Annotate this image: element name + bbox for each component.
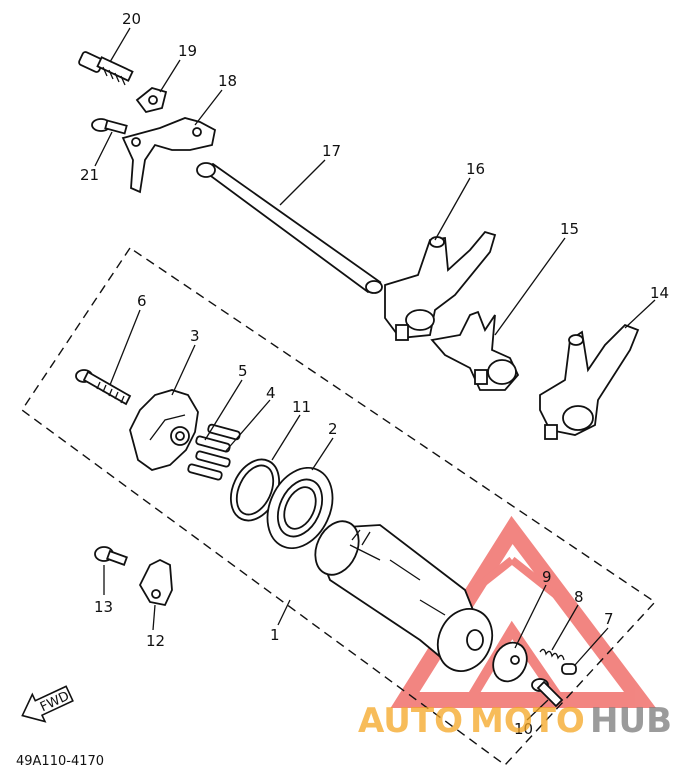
- part-21-screw: [91, 118, 128, 135]
- callout-18: 18: [218, 72, 237, 90]
- part-20-bolt: [78, 51, 134, 86]
- part-13-screw: [94, 546, 128, 566]
- leader-lines: [94, 27, 656, 721]
- callout-21: 21: [80, 166, 99, 184]
- part-1-shift-drum: [314, 520, 494, 672]
- callout-12: 12: [146, 632, 165, 650]
- callout-2: 2: [328, 420, 338, 438]
- part-2-bearing: [266, 466, 334, 550]
- callout-6: 6: [137, 292, 147, 310]
- callout-3: 3: [190, 327, 200, 345]
- part-5-4-pins: [187, 423, 241, 481]
- part-11-circlip: [230, 458, 280, 522]
- part-10-screw: [531, 678, 564, 708]
- callout-14: 14: [650, 284, 669, 302]
- callout-19: 19: [178, 42, 197, 60]
- callout-4: 4: [266, 384, 276, 402]
- callout-20: 20: [122, 10, 141, 28]
- callout-16: 16: [466, 160, 485, 178]
- callout-11: 11: [292, 398, 311, 416]
- diagram-code: 49A110-4170: [16, 754, 104, 769]
- callout-1: 1: [270, 626, 280, 644]
- part-6-bolt: [75, 369, 132, 406]
- part-7-pin: [561, 663, 577, 675]
- assembly-boundary: [21, 247, 657, 766]
- part-8-spring: [539, 648, 565, 661]
- callout-15: 15: [560, 220, 579, 238]
- watermark-wordmark: AUTO MOTO HUB: [358, 701, 672, 741]
- part-9-washer: [492, 641, 528, 683]
- callout-13: 13: [94, 598, 113, 616]
- callout-9: 9: [542, 568, 552, 586]
- fwd-label: FWD: [38, 689, 72, 715]
- watermark-hub: HUB: [590, 701, 672, 741]
- callout-labels: 20 19 18 21 17 16 15 14 6 3 5 4 11 2 1 1…: [80, 10, 669, 738]
- callout-8: 8: [574, 588, 584, 606]
- part-3-segment: [129, 389, 199, 471]
- fwd-arrow: FWD: [21, 685, 74, 723]
- part-14-shift-fork: [539, 323, 640, 440]
- callout-10: 10: [514, 720, 533, 738]
- watermark-auto: AUTO: [358, 701, 463, 741]
- callout-7: 7: [604, 610, 614, 628]
- part-17-shaft: [196, 162, 383, 294]
- part-18-stopper-plate: [121, 117, 217, 194]
- part-19-lockwasher: [135, 87, 168, 114]
- part-15-shift-fork: [430, 310, 520, 391]
- watermark-moto: MOTO: [470, 701, 585, 741]
- part-12-stopper: [138, 558, 173, 607]
- callout-5: 5: [238, 362, 248, 380]
- callout-17: 17: [322, 142, 341, 160]
